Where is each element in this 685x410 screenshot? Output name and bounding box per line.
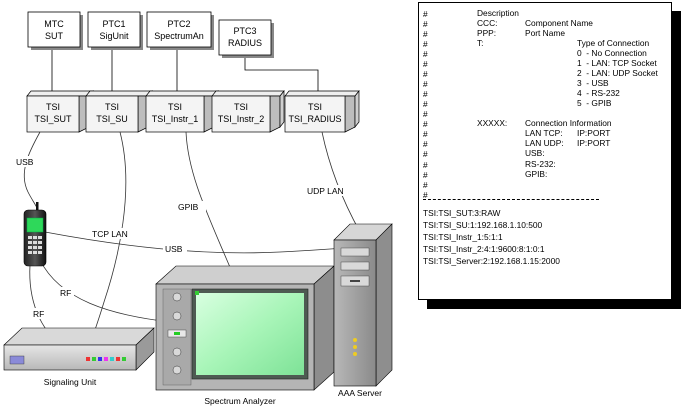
ptc-sub-3: SpectrumAn xyxy=(154,31,204,41)
xxxxx-key: XXXXX: xyxy=(477,118,508,128)
ptc-tsi-links xyxy=(51,50,319,96)
hash-mark: # xyxy=(423,29,428,39)
ppp-value: Port Name xyxy=(525,28,566,38)
tsi-label-1: TSI xyxy=(46,102,60,112)
tsi-box-row: TSI TSI_SUT TSI TSI_SU TSI TSI_Instr_1 T… xyxy=(26,90,360,133)
hash-mark: # xyxy=(423,119,428,129)
type-title: Type of Connection xyxy=(577,38,650,48)
hash-mark: # xyxy=(423,49,428,59)
type-1: 1 - LAN: TCP Socket xyxy=(577,58,657,68)
hash-mark: # xyxy=(423,19,428,29)
usb-key: USB: xyxy=(525,148,545,158)
conn-info-title: Connection Information xyxy=(525,118,612,128)
usb-mid-label: USB xyxy=(165,244,183,254)
example-line-2: TSI:TSI_SU:1:192.168.1.10:500 xyxy=(423,220,543,230)
tsi-box-instr1: TSI TSI_Instr_1 xyxy=(145,90,219,133)
example-line-5: TSI:TSI_Server:2:192.168.1.15:2000 xyxy=(423,256,560,266)
tsi-sub-3: TSI_Instr_1 xyxy=(152,114,199,124)
description-title: Description xyxy=(477,8,519,18)
rf-left-label: RF xyxy=(33,309,44,319)
usb-top-label: USB xyxy=(16,157,34,167)
udp-lan-cable xyxy=(321,131,361,233)
tsi-box-instr2: TSI TSI_Instr_2 xyxy=(211,90,285,133)
ptc-box-spectrum: PTC2 SpectrumAn xyxy=(146,11,214,50)
example-line-1: TSI:TSI_SUT:3:RAW xyxy=(423,208,501,218)
cable-labels: USB GPIB UDP LAN TCP LAN USB RF RF xyxy=(14,156,352,319)
ccc-value: Component Name xyxy=(525,18,593,28)
t-key: T: xyxy=(477,38,484,48)
spectrum-analyzer-device xyxy=(155,265,335,391)
gpib-cable xyxy=(185,131,233,273)
hash-mark: # xyxy=(423,9,428,19)
tsi-sub-1: TSI_SUT xyxy=(34,114,72,124)
ptc-sub-4: RADIUS xyxy=(228,38,262,48)
rs232-key: RS-232: xyxy=(525,159,556,169)
hash-mark: # xyxy=(423,39,428,49)
ptc-sub-1: SUT xyxy=(45,31,64,41)
rf-right-label: RF xyxy=(60,288,71,298)
tsi-box-su: TSI TSI_SU xyxy=(85,90,153,133)
ptc-box-radius: PTC3 RADIUS xyxy=(218,19,274,58)
hash-mark: # xyxy=(423,129,428,139)
tsi-label-4: TSI xyxy=(234,102,248,112)
hash-mark: # xyxy=(423,69,428,79)
hash-mark: # xyxy=(423,109,428,119)
aaa-server-device xyxy=(333,223,393,387)
ptc-label-2: PTC1 xyxy=(102,19,125,29)
example-line-3: TSI:TSI_Instr_1:5:1:1 xyxy=(423,232,503,242)
hash-mark: # xyxy=(423,99,428,109)
example-line-4: TSI:TSI_Instr_2:4:1:9600:8:1:0:1 xyxy=(423,244,545,254)
udp-lan-label: UDP LAN xyxy=(307,186,344,196)
gpib-key: GPIB: xyxy=(525,169,548,179)
type-3: 3 - USB xyxy=(577,78,609,88)
tsi-sub-5: TSI_RADIUS xyxy=(288,114,341,124)
tsi-config-panel: ################### Description CCC: Com… xyxy=(418,2,672,300)
tsi-sub-2: TSI_SU xyxy=(96,114,128,124)
hash-mark: # xyxy=(423,190,428,200)
hash-mark: # xyxy=(423,139,428,149)
rf-cable-right xyxy=(39,259,171,323)
ptc-label-4: PTC3 xyxy=(233,26,256,36)
ptc-label-3: PTC2 xyxy=(167,19,190,29)
ptc-box-sigunit: PTC1 SigUnit xyxy=(87,11,143,50)
ptc-box-mtc: MTC SUT xyxy=(27,11,83,50)
hash-mark: # xyxy=(423,149,428,159)
mobile-phone-icon xyxy=(23,202,47,267)
signaling-unit-device xyxy=(3,327,155,371)
ppp-key: PPP: xyxy=(477,28,497,38)
type-5: 5 - GPIB xyxy=(577,98,612,108)
tsi-box-radius: TSI TSI_RADIUS xyxy=(284,90,360,133)
lan-tcp-key: LAN TCP: xyxy=(525,128,563,138)
lan-udp-key: LAN UDP: xyxy=(525,138,564,148)
hash-mark: # xyxy=(423,89,428,99)
tsi-label-2: TSI xyxy=(105,102,119,112)
hash-mark: # xyxy=(423,180,428,190)
panel-separator xyxy=(423,199,599,200)
hash-mark: # xyxy=(423,79,428,89)
hash-mark: # xyxy=(423,59,428,69)
tsi-sub-4: TSI_Instr_2 xyxy=(218,114,265,124)
tsi-label-5: TSI xyxy=(308,102,322,112)
hash-mark: # xyxy=(423,160,428,170)
ptc-sub-2: SigUnit xyxy=(99,31,129,41)
lan-tcp-value: IP:PORT xyxy=(577,128,611,138)
signaling-unit-leds xyxy=(86,357,126,361)
hash-mark: # xyxy=(423,170,428,180)
type-0: 0 - No Connection xyxy=(577,48,647,58)
type-2: 2 - LAN: UDP Socket xyxy=(577,68,658,78)
type-4: 4 - RS-232 xyxy=(577,88,620,98)
tsi-box-sut: TSI TSI_SUT xyxy=(26,90,94,133)
usb-cable-top xyxy=(23,131,41,211)
spectrum-analyzer-caption: Spectrum Analyzer xyxy=(204,396,276,406)
aaa-server-caption: AAA Server xyxy=(338,388,382,398)
signaling-unit-caption: Signaling Unit xyxy=(44,377,97,387)
ptc-label-1: MTC xyxy=(44,19,64,29)
lan-udp-value: IP:PORT xyxy=(577,138,611,148)
ptc-box-row: MTC SUT PTC1 SigUnit PTC2 SpectrumAn PTC… xyxy=(27,11,274,58)
tcp-lan-label: TCP LAN xyxy=(92,229,128,239)
gpib-label: GPIB xyxy=(178,202,199,212)
tsi-label-3: TSI xyxy=(168,102,182,112)
ccc-key: CCC: xyxy=(477,18,498,28)
